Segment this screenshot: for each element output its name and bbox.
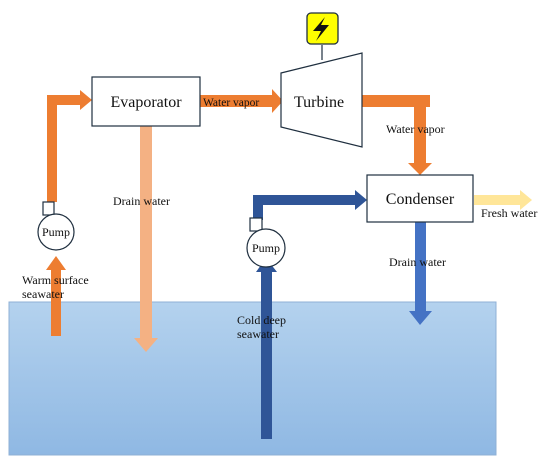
fresh-water-label: Fresh water (481, 206, 537, 220)
pump-right-label: Pump (252, 241, 280, 255)
turbine-label: Turbine (294, 94, 344, 111)
evaporator-box: Evaporator (91, 76, 201, 127)
lightning-bolt-icon (306, 12, 339, 45)
pump-right: Pump (246, 217, 286, 268)
warm-seawater-label-line2: seawater (22, 287, 64, 301)
pump-left: Pump (37, 201, 75, 251)
drain-water-label-2: Drain water (389, 255, 446, 269)
warm-seawater-label-line1: Warm surface (22, 273, 89, 287)
vapor-to-turbine-arrow (200, 89, 283, 113)
water-vapor-label-1: Water vapor (203, 97, 259, 109)
evaporator-label: Evaporator (110, 94, 182, 111)
condenser-label: Condenser (386, 191, 455, 208)
condenser-box: Condenser (366, 174, 474, 223)
water-vapor-label-2: Water vapor (386, 122, 445, 136)
turbine-shape: Turbine (280, 52, 363, 148)
cold-seawater-label-line2: seawater (237, 327, 279, 341)
cold-pipe-to-condenser (253, 190, 367, 220)
pump-left-label: Pump (42, 225, 70, 239)
warm-pipe-to-evaporator (47, 90, 92, 202)
condenser-drain-arrow (409, 221, 432, 325)
warm-intake-arrow (46, 256, 66, 336)
cold-seawater-label-line1: Cold deep (237, 313, 286, 327)
evaporator-drain-arrow (134, 126, 158, 352)
vapor-to-condenser-arrow (362, 95, 432, 175)
seawater-body (8, 301, 497, 456)
drain-water-label-1: Drain water (113, 194, 170, 208)
fresh-water-arrow (474, 190, 532, 210)
